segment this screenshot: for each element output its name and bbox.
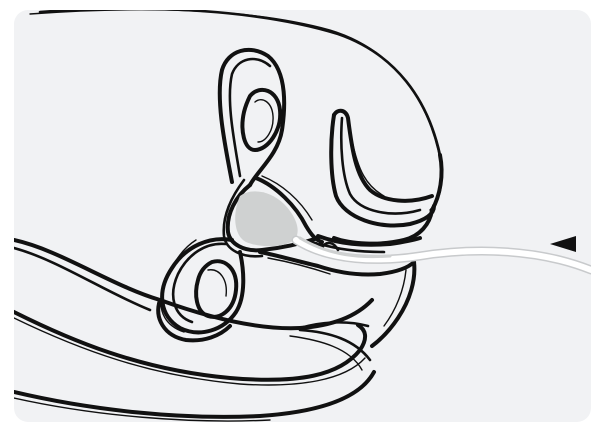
anatomical-cross-section-diagram <box>14 10 591 422</box>
bladder-outline <box>331 111 441 244</box>
diagram-panel <box>14 10 591 422</box>
arrowhead-icon <box>550 236 576 252</box>
lower-ovary-outline <box>162 239 243 332</box>
upper-ovary-outline <box>220 50 284 185</box>
body-outline <box>30 10 442 210</box>
